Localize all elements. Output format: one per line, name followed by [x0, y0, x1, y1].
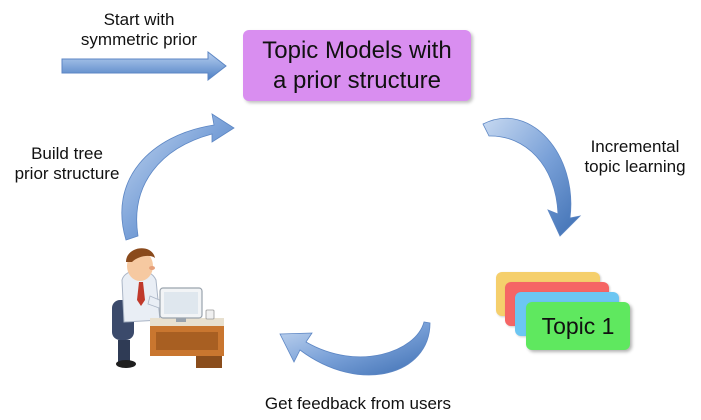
- start-label: Start with symmetric prior: [80, 10, 198, 49]
- topic-card-label: Topic 1: [541, 312, 615, 339]
- feedback-label: Get feedback from users: [264, 394, 452, 413]
- incremental-learning-label: Incremental topic learning: [584, 137, 686, 176]
- incremental-learning-arrow: [482, 117, 582, 237]
- feedback-arrow: [279, 321, 431, 376]
- start-arrow: [61, 50, 227, 82]
- build-tree-label: Build tree prior structure: [14, 144, 120, 183]
- topic-models-box-text: Topic Models with a prior structure: [262, 36, 452, 94]
- topic-models-box: Topic Models with a prior structure: [243, 30, 471, 101]
- build-tree-arrow: [121, 113, 235, 241]
- topic-card-front: Topic 1: [526, 302, 630, 350]
- user-at-desk-illustration: [112, 248, 224, 368]
